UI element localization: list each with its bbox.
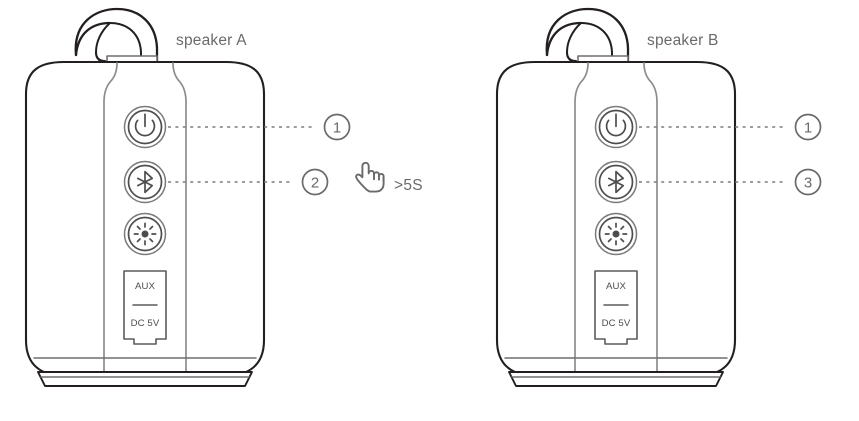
callout-circle <box>301 168 329 196</box>
speaker-b-port: AUX DC 5V <box>594 270 638 345</box>
speaker-a-dc-label: DC 5V <box>131 318 160 329</box>
speaker-b-callout-1: 1 <box>639 113 822 141</box>
speaker-a-callout-2-number: 2 <box>311 175 319 192</box>
callout-circle <box>794 168 822 196</box>
speaker-a-aux-label: AUX <box>135 281 156 292</box>
speaker-b-dc-label: DC 5V <box>602 318 631 329</box>
speaker-a-group: AUX DC 5V speaker A 1 2 >5S <box>24 7 423 388</box>
pointing-hand-icon <box>355 161 385 193</box>
speaker-a-port: AUX DC 5V <box>123 270 167 345</box>
speaker-b-title: speaker B <box>647 32 719 49</box>
speaker-a-callout-2: 2 >5S <box>168 161 423 196</box>
callout-circle <box>323 113 351 141</box>
speaker-a-hold-duration: >5S <box>394 177 423 194</box>
speaker-b-callout-3-number: 3 <box>804 175 812 192</box>
speaker-b-aux-label: AUX <box>606 281 627 292</box>
speaker-a-callout-1: 1 <box>168 113 351 141</box>
callout-circle <box>794 113 822 141</box>
speaker-a-title: speaker A <box>176 32 247 49</box>
speaker-b-group: AUX DC 5V speaker B 1 3 <box>495 7 822 388</box>
speaker-b-callout-3: 3 <box>639 168 822 196</box>
speaker-a-callout-1-number: 1 <box>333 120 341 137</box>
speaker-b-callout-1-number: 1 <box>804 120 812 137</box>
